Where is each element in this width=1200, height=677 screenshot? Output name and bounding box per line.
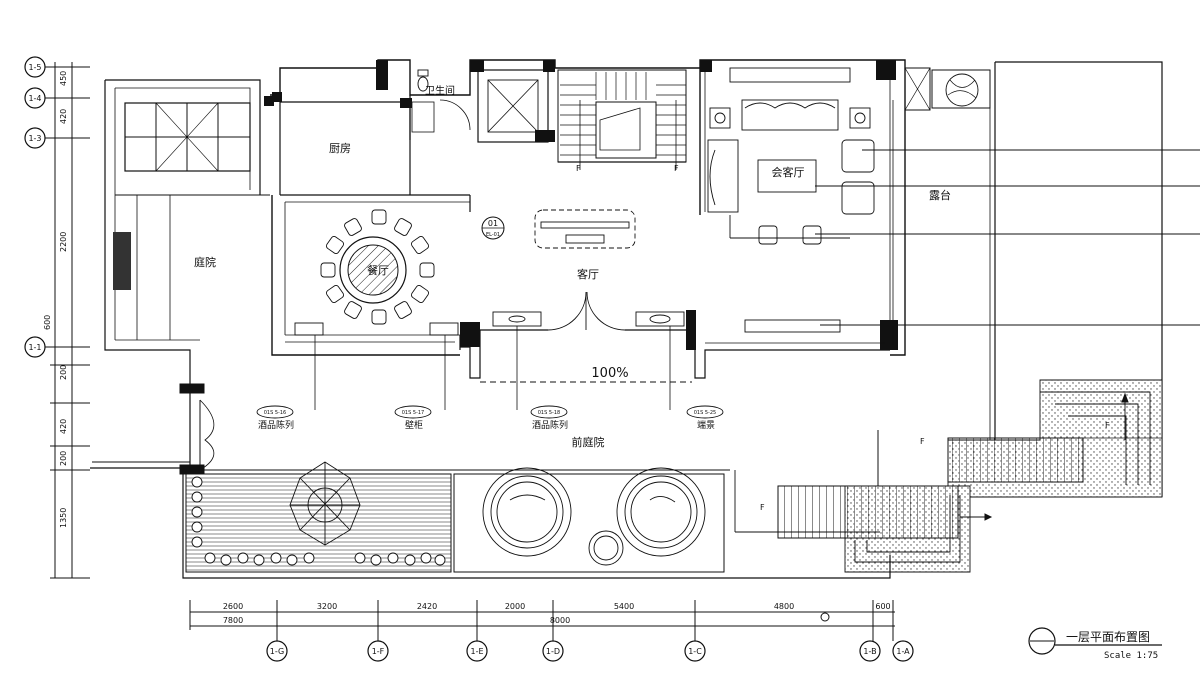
svg-text:壁柜: 壁柜 [405, 419, 423, 431]
drawing-title-scale: Scale 1:75 [1104, 651, 1158, 661]
drawing-title: 一层平面布置图 Scale 1:75 [1028, 627, 1162, 661]
drawing-title-name: 一层平面布置图 [1066, 630, 1150, 644]
dim-bottom-1: 2600 [223, 602, 243, 611]
grid-bubble-1-C: 1-C [684, 630, 706, 662]
room-labels: 厨房 卫生间 餐厅 客厅 会客厅 露台 庭院 前庭院 100% [194, 84, 951, 449]
section-mark: 01 EL-01 [481, 216, 505, 240]
dim-bottom-low-1: 7800 [223, 616, 243, 625]
dim-left-7: 1350 [59, 508, 68, 528]
callout-tag-3: 01S 5-18 酒品陈列 [530, 405, 568, 431]
label-restroom: 卫生间 [425, 84, 455, 97]
dim-left-6: 200 [59, 451, 68, 466]
grid-bubble-1-1: 1-1 [24, 336, 55, 358]
svg-text:01S 5-18: 01S 5-18 [538, 410, 560, 416]
grid-bubble-1-F: 1-F [367, 630, 389, 662]
dim-bottom-5: 5400 [614, 602, 634, 611]
kitchen-window-grid [124, 102, 251, 172]
label-terrace: 露台 [929, 188, 951, 202]
grid-bubble-1-3: 1-3 [24, 127, 55, 149]
svg-text:1-B: 1-B [863, 647, 876, 656]
walls [90, 59, 1200, 475]
dim-left-1: 450 [59, 71, 68, 86]
grid-bubble-1-A: 1-A [892, 630, 914, 662]
svg-text:端景: 端景 [697, 419, 715, 431]
callout-tag-4: 01S 5-25 端景 [686, 405, 724, 431]
svg-text:酒品陈列: 酒品陈列 [258, 419, 294, 431]
left-dimension-chain: 450 420 2200 200 420 200 1350 600 1-5 1-… [24, 56, 90, 579]
dim-bottom-low-2: 8000 [550, 616, 570, 625]
dimension-label: 100% [591, 366, 628, 381]
dim-left-3: 2200 [59, 232, 68, 252]
svg-text:1-1: 1-1 [28, 343, 41, 352]
grid-bubble-1-4: 1-4 [24, 87, 55, 109]
label-lounge: 会客厅 [772, 165, 805, 179]
svg-text:1-C: 1-C [688, 647, 702, 656]
dim-bottom-2: 3200 [317, 602, 337, 611]
stair-mark-3: F [760, 503, 765, 512]
dim-bottom-4: 2000 [505, 602, 525, 611]
stair-mark-2: F [674, 164, 679, 173]
callout-tag-1: 01S 5-16 酒品陈列 [256, 405, 294, 431]
svg-text:1-F: 1-F [372, 647, 385, 656]
section-mark-num: 01 [488, 219, 498, 228]
stair-marks: F F F F F [576, 164, 1110, 512]
grid-bubble-1-G: 1-G [266, 630, 288, 662]
svg-text:1-5: 1-5 [28, 63, 41, 72]
svg-text:1-3: 1-3 [28, 134, 41, 143]
dining-table [320, 209, 435, 325]
label-dining: 餐厅 [367, 263, 389, 277]
svg-text:01S 5-25: 01S 5-25 [694, 410, 716, 416]
stair-mark-4: F [920, 437, 925, 446]
svg-text:酒品陈列: 酒品陈列 [532, 419, 568, 431]
dim-left-5: 420 [59, 419, 68, 434]
dim-left-2: 420 [59, 109, 68, 124]
label-kitchen: 厨房 [329, 142, 351, 155]
display-cabinets [294, 311, 685, 336]
front-courtyard [182, 461, 891, 579]
grid-bubble-1-B: 1-B [859, 630, 881, 662]
lounge-furniture [707, 67, 875, 333]
svg-text:1-D: 1-D [546, 647, 560, 656]
label-living: 客厅 [577, 267, 599, 281]
grid-bubble-1-E: 1-E [466, 630, 488, 662]
svg-text:1-A: 1-A [896, 647, 910, 656]
bottom-dimension-chain: 2600 3200 2420 2000 5400 4800 600 7800 8… [189, 600, 914, 662]
svg-text:1-E: 1-E [470, 647, 483, 656]
label-front-yard: 前庭院 [572, 435, 605, 449]
dim-bottom-7: 600 [875, 602, 890, 611]
svg-text:1-G: 1-G [270, 647, 284, 656]
stair-mark-1: F [576, 164, 581, 173]
grid-bubble-1-5: 1-5 [24, 56, 55, 78]
svg-text:01S 5-16: 01S 5-16 [264, 410, 286, 416]
stair-mark-5: F [1105, 421, 1110, 430]
dim-left-4: 200 [59, 365, 68, 380]
svg-text:1-4: 1-4 [28, 94, 41, 103]
label-courtyard: 庭院 [194, 255, 216, 269]
grid-bubble-1-D: 1-D [542, 630, 564, 662]
terrace-area [777, 61, 1163, 573]
callout-tag-2: 01S 5-17 壁柜 [394, 405, 432, 431]
dim-left-total: 600 [43, 315, 52, 330]
dim-bottom-6: 4800 [774, 602, 794, 611]
section-mark-sheet: EL-01 [486, 232, 500, 238]
callout-tags: 01S 5-16 酒品陈列 01S 5-17 壁柜 01S 5-18 酒品陈列 … [256, 326, 724, 431]
dim-bottom-3: 2420 [417, 602, 437, 611]
svg-text:01S 5-17: 01S 5-17 [402, 410, 424, 416]
